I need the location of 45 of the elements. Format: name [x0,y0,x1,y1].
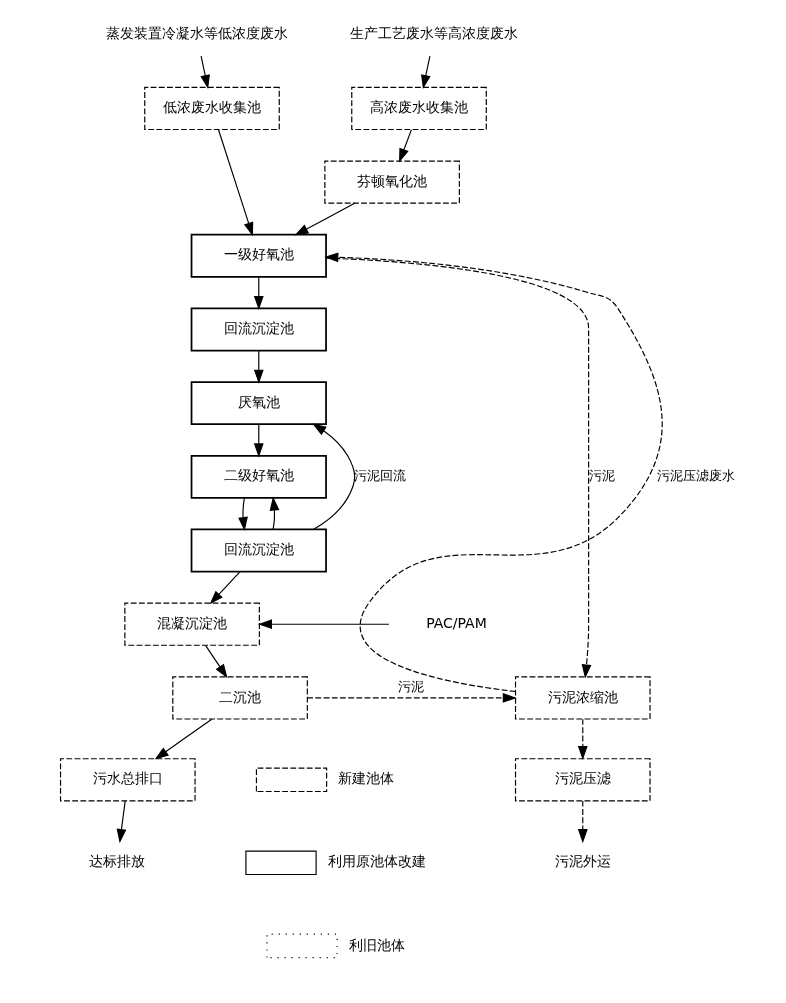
arrow [217,128,254,236]
node-box: 混凝沉淀池 [124,602,260,646]
node-box: 低浓废水收集池 [144,86,280,130]
node-box: 厌氧池 [190,380,327,425]
edge-label: 污泥 [589,467,616,483]
edge-label: 污泥 [398,678,425,694]
node-box: 一级好氧池 [190,233,327,278]
node-box: 污泥压滤 [514,757,651,801]
arrow [577,799,588,843]
arrow [577,718,588,760]
node-box: 二沉池 [172,675,308,720]
arrow [253,349,264,384]
arrow [421,55,431,89]
arrow [253,423,264,457]
arrow [294,202,356,236]
arrow [399,128,412,163]
node-text: 生产工艺废水等高浓度废水 [350,24,519,41]
arrow [253,276,264,310]
arrow [257,618,390,629]
arrow [238,497,248,531]
legend-label: 利旧池体 [348,936,405,952]
arrow [200,55,210,89]
arrow [209,570,241,604]
arrow [312,423,356,530]
node-box: 芬顿氧化池 [324,159,460,204]
arrow [269,496,280,530]
node-text: 达标排放 [89,852,146,869]
node-text: 蒸发装置冷凝水等低浓度废水 [105,24,288,41]
arrow [306,692,517,703]
node-text: 污泥外运 [554,852,611,869]
node-box: 回流沉淀池 [190,307,327,351]
arrow [116,799,127,843]
arrow [325,256,592,679]
arrow [205,644,228,678]
legend-label: 新建池体 [338,769,395,786]
arrow [324,251,663,692]
edge-label: 污泥压滤废水 [657,467,736,483]
node-box: 污水总排口 [59,757,196,801]
node-box: 回流沉淀池 [190,528,327,572]
legend-label: 利用原池体改建 [327,852,426,869]
node-box: 高浓废水收集池 [351,86,487,130]
node-box: 二级好氧池 [190,454,327,499]
node-box: 污泥浓缩池 [514,675,651,720]
arrow [154,718,213,760]
node-text: PAC/PAM [426,614,487,631]
